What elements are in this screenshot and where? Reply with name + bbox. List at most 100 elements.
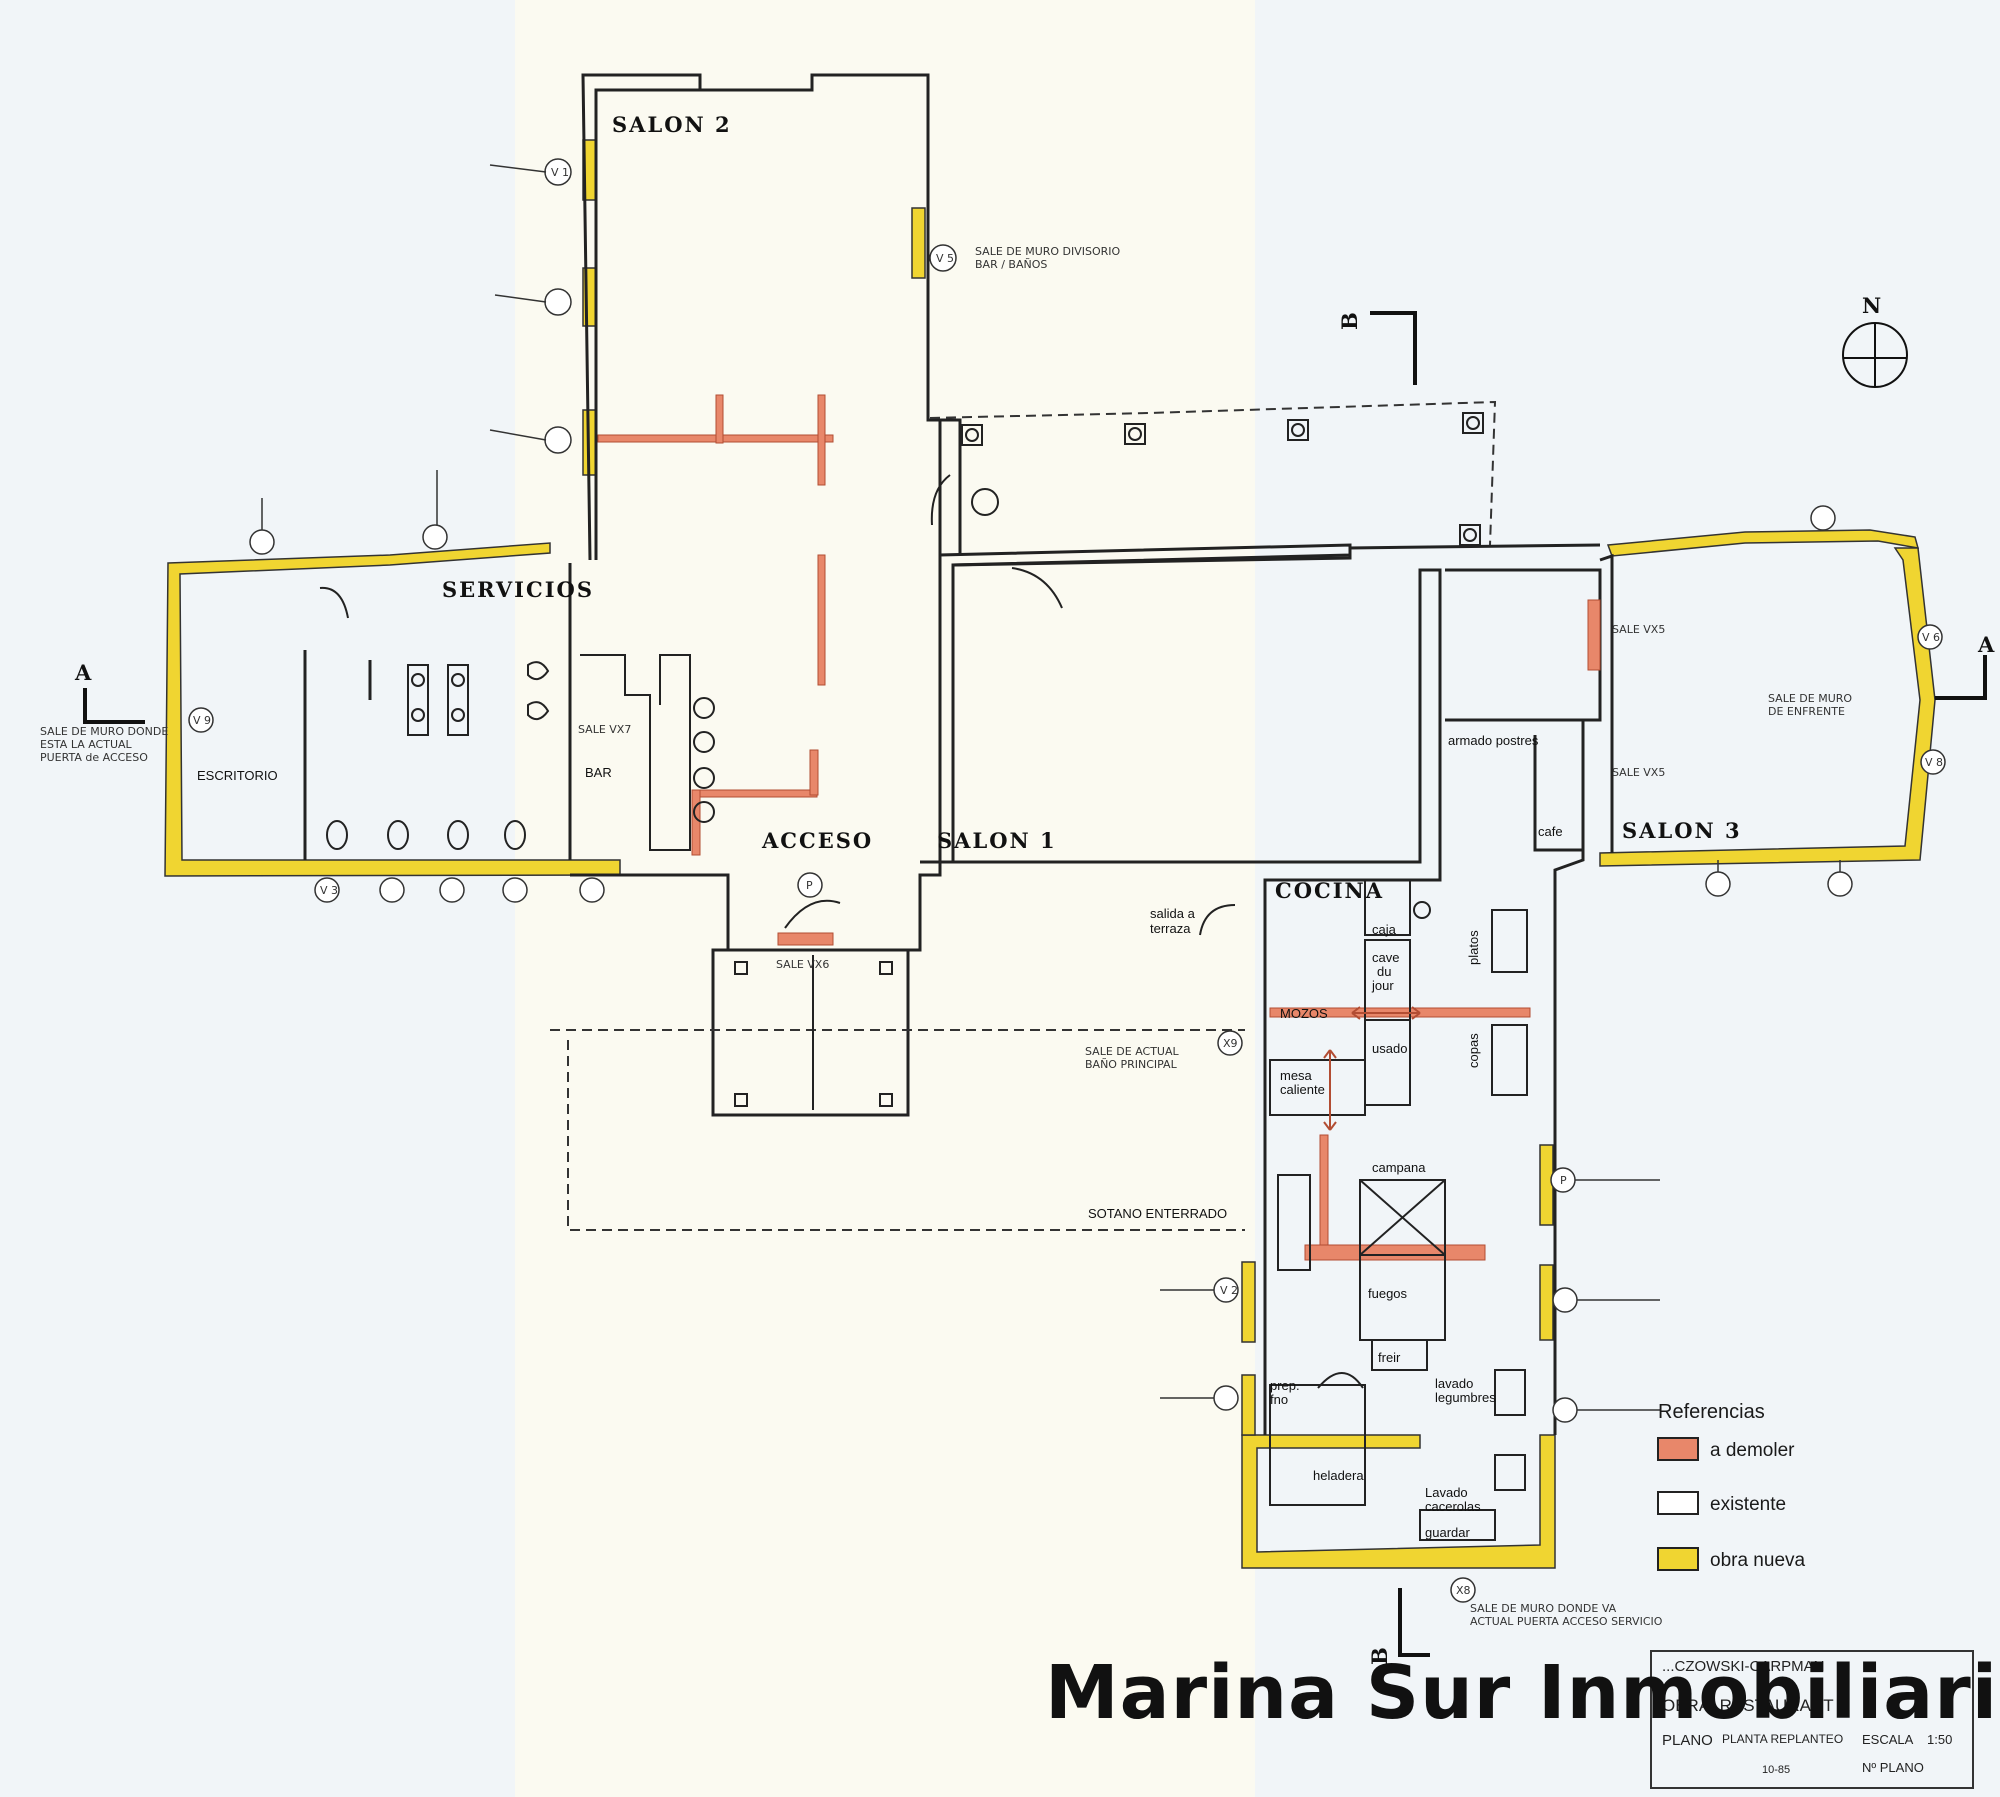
demolish-fuegos-wall [1304,1244,1486,1261]
salon2-door [930,474,951,526]
column-4 [1462,412,1484,434]
campana-cross [1359,1179,1446,1256]
watermark: Marina Sur Inmobiliaria [1045,1650,2000,1736]
title-block: ...CZOWSKI-CARPMAN OBRA: RESTAURANT PLAN… [1650,1650,1974,1789]
label-jour: jour [1371,978,1394,993]
title-obra: OBRA: RESTAURANT [1662,1696,1834,1715]
usado-counter [1364,1019,1411,1106]
column-1-ring [965,428,979,442]
label-freir: freir [1378,1350,1401,1365]
title-author: ...CZOWSKI-CARPMAN [1662,1658,1825,1675]
sink-counter-2 [447,664,469,736]
salon2-walls [581,73,962,561]
tag-v8: V 8 [1925,756,1943,769]
tag-x8: X8 [1456,1584,1471,1597]
title-plano-value: PLANTA REPLANTEO [1722,1732,1844,1746]
sotano-box [711,948,910,1117]
section-a-right [1935,655,1987,700]
bar-stool-4 [693,801,715,823]
demolish-fuegos-post [1319,1134,1329,1251]
basement-inner-dashed [567,1040,1245,1231]
label-lavado-c: Lavado [1425,1485,1468,1500]
existing-walls [303,73,1614,1435]
column-3 [1287,419,1309,441]
terrace-door [1199,904,1236,936]
section-b-top [1370,311,1417,385]
bar-counter [580,654,691,851]
column-5 [1459,524,1481,546]
legend-swatch-existente [1657,1491,1699,1515]
tag-v1-a: V 1 [551,166,569,179]
legend-label-existente: existente [1710,1494,1786,1515]
kitchen-window-right-1 [1539,1144,1554,1226]
window-tags [188,158,1946,1603]
terrace-dashed [929,400,1497,546]
label-campana: campana [1372,1160,1426,1175]
acceso-walls [570,543,1352,952]
label-legumbres: legumbres [1435,1390,1496,1405]
fixtures [319,412,1528,1541]
label-caliente: caliente [1280,1082,1325,1097]
urinal-1 [527,661,550,681]
label-mesa: mesa [1280,1068,1313,1083]
legend-label-obra-nueva: obra nueva [1710,1550,1806,1571]
new-work-walls [164,139,1936,1569]
demolish-walls [597,394,1601,1261]
title-nplano-label: Nº PLANO [1862,1760,1924,1775]
tag-v5: V 5 [936,252,954,265]
column-3-ring [1291,423,1305,437]
kitchen-window-right-2 [1539,1264,1554,1341]
bar-stool-3 [693,767,715,789]
north-arrow [1842,322,1908,388]
label-platos: platos [1466,930,1481,965]
note-muro-divisorio-1: SALE DE MURO DIVISORIO [975,245,1121,258]
prep-counter [1277,1174,1311,1271]
tag-p-acceso: P [806,879,813,892]
salon3-left-wall [1599,553,1614,853]
sotano-post-4 [879,1093,893,1107]
lavado-sink [1494,1369,1526,1416]
tag-x9: X9 [1223,1037,1238,1050]
label-armado-postres: armado postres [1448,733,1539,748]
terrace-edge [928,418,942,555]
kitchen-round-fixture [1413,901,1431,919]
kitchen-arrows [1323,1006,1421,1131]
sink-1 [411,673,425,687]
label-lavado: lavado [1435,1376,1473,1391]
legend-label-demoler: a demoler [1710,1440,1795,1461]
legend: Referencias a demoler existente obra nue… [1657,1401,1806,1571]
section-markers [83,311,1987,1657]
note-sale-vx7: SALE VX7 [578,723,631,736]
salon2-window-4 [911,207,926,279]
label-mozos: MOZOS [1280,1006,1328,1021]
note-bano-1: SALE DE ACTUAL [1085,1045,1180,1058]
freir-fryer [1371,1339,1428,1371]
label-cafe: cafe [1538,824,1563,839]
toilet-1 [326,820,348,850]
sink-2 [411,708,425,722]
urinal-2 [527,701,550,721]
room-salon1: SALON 1 [937,828,1057,853]
salon1-door [1011,567,1063,609]
door-p-circle [971,488,999,516]
section-a-right-label: A [1977,632,1996,657]
servicios-door [319,586,349,619]
label-copas: copas [1466,1033,1481,1068]
note-salida-2: terraza [1150,921,1191,936]
title-escala-value: 1:50 [1927,1732,1953,1747]
sink-3 [451,673,465,687]
mesa-caliente-arrow [1323,1049,1337,1131]
note-sale-vx5-b: SALE VX5 [1612,766,1665,779]
platos-counter [1491,909,1528,973]
title-date: 10-85 [1762,1764,1791,1776]
sink-4 [451,708,465,722]
label-cave: cave [1372,950,1399,965]
section-a-left-label: A [74,660,93,685]
note-muro-divisorio-2: BAR / BAÑOS [975,258,1047,271]
legend-title: Referencias [1658,1401,1765,1423]
label-prep: prep. [1270,1378,1300,1393]
guardar-shelf [1419,1509,1496,1541]
kitchen-window-left-2 [1241,1374,1256,1436]
column-2 [1124,423,1146,445]
sotano-post-3 [734,1093,748,1107]
